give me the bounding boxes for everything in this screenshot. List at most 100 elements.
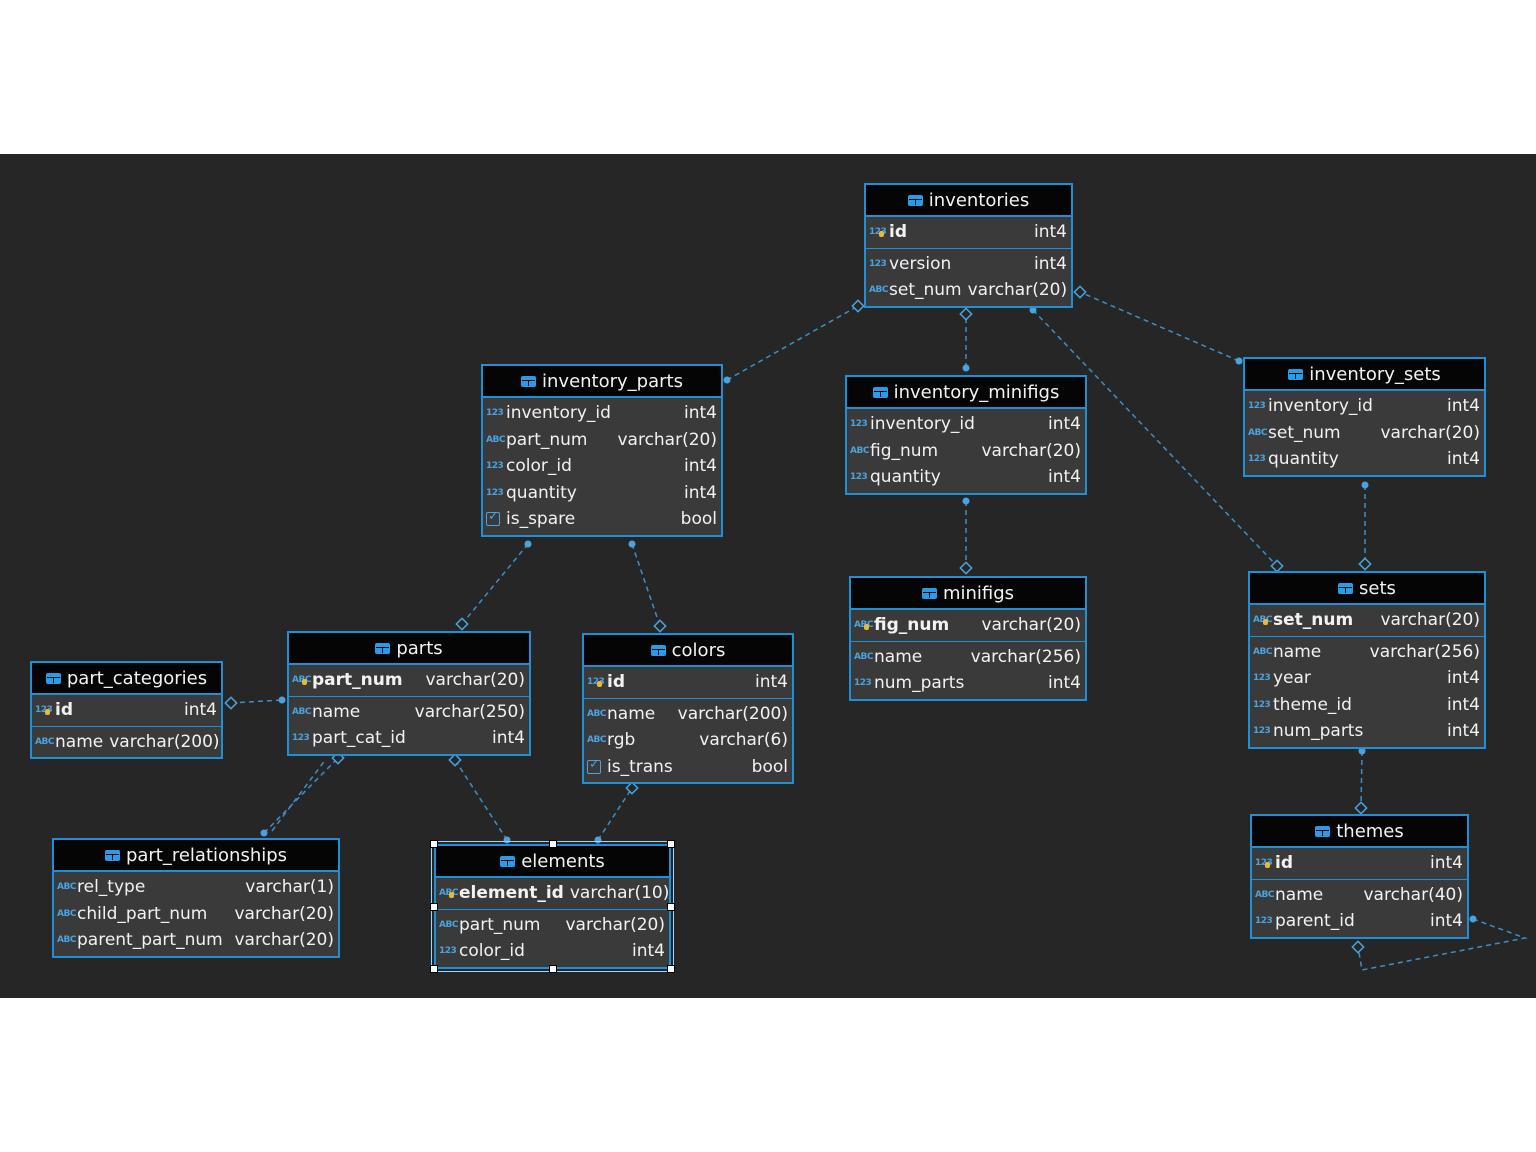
self-relationship-line[interactable] [1357,918,1528,971]
relationship-line[interactable] [271,758,327,832]
relationship-line[interactable] [1079,291,1240,362]
numeric-type-icon: 123 [1253,673,1271,684]
entity-header[interactable]: part_relationships [54,840,338,872]
column-type: varchar(250) [414,701,525,722]
relationship-line[interactable] [454,759,508,841]
resize-handle[interactable] [430,840,438,848]
column-type: varchar(20) [617,429,717,450]
relationship-line[interactable] [1032,309,1278,567]
text-type-icon: ABC [1255,889,1274,900]
relationship-endpoint-dot [962,364,970,372]
entity-header[interactable]: inventory_parts [483,366,721,398]
resize-handle[interactable] [548,965,557,973]
entity-header[interactable]: themes [1252,816,1467,848]
resize-handle[interactable] [667,965,675,973]
resize-handle[interactable] [667,902,675,911]
columns-section: ABCnamevarchar(200)ABCrgbvarchar(6)is_tr… [584,699,792,783]
entity-header[interactable]: part_categories [32,663,221,695]
resize-handle[interactable] [548,840,557,848]
relationship-line[interactable] [1360,750,1363,809]
relationship-line[interactable] [230,699,283,704]
entity-header[interactable]: elements [436,846,669,878]
entity-header[interactable]: inventory_sets [1245,359,1484,391]
relationship-line[interactable] [263,757,339,834]
column-type: int4 [1048,673,1081,694]
relationship-line[interactable] [597,787,633,841]
entity-header[interactable]: minifigs [851,578,1085,610]
table-icon [1288,368,1304,380]
entity-header[interactable]: parts [289,633,529,665]
column-type: int4 [1447,721,1480,742]
resize-handle[interactable] [430,965,438,973]
column-name: name [1273,641,1322,662]
entity-header[interactable]: colors [584,635,792,667]
entity-header[interactable]: inventory_minifigs [847,377,1085,409]
column-name: color_id [506,456,572,477]
relationship-line[interactable] [461,543,529,625]
column-name: id [889,222,907,243]
resize-handle[interactable] [430,902,438,911]
entity-header[interactable]: inventories [866,185,1071,217]
resize-handle[interactable] [667,840,675,848]
column-type: int4 [755,672,788,693]
relationship-line[interactable] [726,305,859,381]
entity-header[interactable]: sets [1250,573,1484,605]
relationship-line[interactable] [631,543,661,627]
column-type: int4 [1430,911,1463,932]
